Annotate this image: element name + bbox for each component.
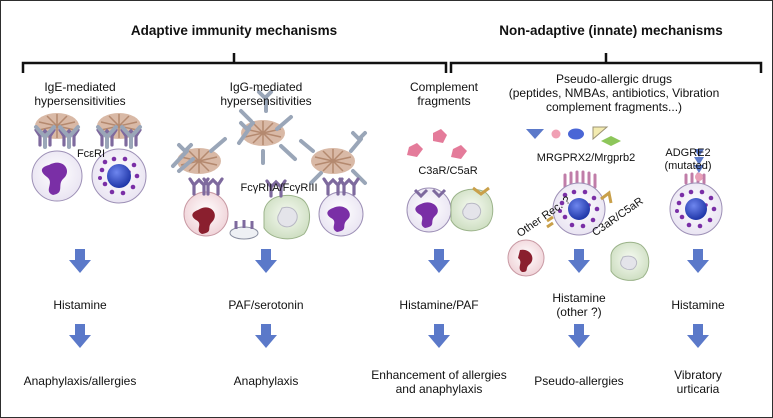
pseudo-basophil (507, 239, 545, 277)
arrow-ige-1 (69, 249, 91, 273)
complement-fragments (407, 129, 467, 159)
complement-title: Complement fragments (399, 80, 489, 109)
ige-mast-cell (91, 112, 147, 204)
igg-title-line2: hypersensitivities (220, 93, 312, 108)
arrow-vibration-1 (687, 249, 709, 273)
adgre2-label-line2: (mutated) (664, 159, 712, 172)
pseudo-title-line1: Pseudo-allergic drugs (555, 72, 673, 86)
igg-pink-cell (183, 177, 229, 237)
vibration-outcome-line1: Vibratory (674, 368, 722, 382)
arrow-vibration-2 (687, 324, 709, 348)
arrow-complement-2 (428, 324, 450, 348)
adgre2-mast-cell (669, 149, 723, 236)
complement-outcome: Enhancement of allergies and anaphylaxis (369, 368, 509, 397)
igg-outcome: Anaphylaxis (233, 374, 299, 388)
complement-receptor-label: C3aR/C5aR (418, 165, 478, 177)
complement-title-line2: fragments (417, 93, 471, 108)
ige-title-line2: hypersensitivities (34, 93, 126, 108)
pseudo-drug-shapes (526, 126, 621, 146)
header-adaptive: Adaptive immunity mechanisms (130, 23, 338, 38)
ige-receptor-label: FcεRI (76, 148, 106, 160)
complement-outcome-line2: and anaphylaxis (395, 381, 483, 396)
igg-title-line1: IgG-mediated (229, 80, 303, 94)
pseudo-title: Pseudo-allergic drugs (peptides, NMBAs, … (489, 72, 739, 114)
pseudo-mediator: Histamine (other ?) (539, 291, 619, 320)
ige-outcome: Anaphylaxis/allergies (23, 374, 137, 388)
igg-platelet (229, 220, 259, 240)
vibration-outcome: Vibratory urticaria (658, 368, 738, 397)
igg-title: IgG-mediated hypersensitivities (201, 80, 331, 109)
arrow-complement-1 (428, 249, 450, 273)
igg-mediator: PAF/serotonin (228, 298, 304, 312)
pseudo-title-line3: complement fragments...) (545, 99, 683, 114)
igg-basophil (318, 177, 364, 237)
arrow-pseudo-2 (568, 324, 590, 348)
header-innate: Non-adaptive (innate) mechanisms (499, 23, 723, 38)
pseudo-mediator-line2: (other ?) (556, 304, 602, 319)
arrow-igg-2 (255, 324, 277, 348)
adgre2-label: ADGRE2 (mutated) (653, 147, 723, 172)
pseudo-mediator-line1: Histamine (552, 291, 606, 305)
igg-immune-complexes (171, 90, 367, 185)
adgre2-label-line1: ADGRE2 (665, 147, 711, 159)
vibration-outcome-line2: urticaria (676, 381, 720, 396)
complement-title-line1: Complement (409, 80, 479, 94)
complement-mediator: Histamine/PAF (399, 298, 479, 312)
innate-bracket (449, 53, 763, 73)
adaptive-bracket (21, 53, 448, 73)
ige-basophil-cell (31, 112, 83, 202)
ige-title-line1: IgE-mediated (44, 80, 116, 94)
pseudo-title-line2: (peptides, NMBAs, antibiotics, Vibration (508, 85, 720, 100)
pseudo-mast-cell (546, 170, 613, 236)
pseudo-macrophage (610, 241, 650, 281)
arrow-ige-2 (69, 324, 91, 348)
pseudo-outcome: Pseudo-allergies (534, 374, 624, 388)
arrow-igg-1 (255, 249, 277, 273)
vibration-mediator: Histamine (671, 298, 725, 312)
ige-title: IgE-mediated hypersensitivities (15, 80, 145, 109)
ige-mediator: Histamine (53, 298, 107, 312)
complement-macrophage (450, 186, 494, 232)
arrow-pseudo-1 (568, 249, 590, 273)
complement-outcome-line1: Enhancement of allergies (371, 368, 507, 382)
pseudo-receptor-label: MRGPRX2/Mrgprb2 (536, 152, 636, 164)
igg-receptor-label: FcγRIIA/FcγRIII (240, 182, 318, 194)
igg-macrophage (263, 179, 310, 240)
complement-basophil (406, 187, 452, 233)
